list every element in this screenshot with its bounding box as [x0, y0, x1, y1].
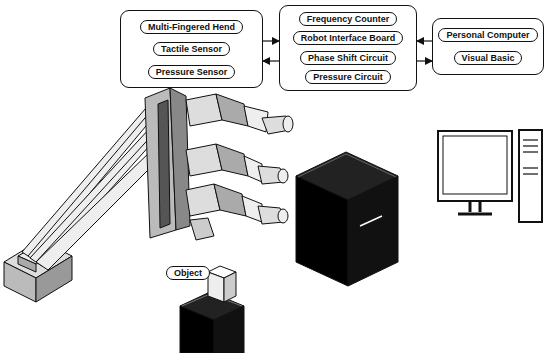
label-pill: Pressure Circuit — [305, 70, 391, 84]
group-box: Personal ComputerVisual Basic — [432, 18, 544, 75]
arrow-connector — [417, 60, 432, 61]
node-text: Multi-Fingered Hend — [148, 22, 235, 32]
label-pill: Phase Shift Circuit — [300, 51, 396, 65]
node-text: Object — [174, 268, 202, 278]
arrow-connector — [417, 40, 432, 41]
label-pill: Tactile Sensor — [153, 42, 230, 56]
node-text: Visual Basic — [462, 53, 515, 63]
personal-computer — [438, 130, 542, 222]
label-pill: Multi-Fingered Hend — [140, 20, 243, 34]
group-box: Multi-Fingered HendTactile SensorPressur… — [120, 10, 263, 88]
object-pedestal — [180, 292, 244, 353]
group-box: Frequency CounterRobot Interface BoardPh… — [279, 5, 417, 91]
controller-box — [296, 152, 398, 286]
arrow-connector — [263, 40, 279, 41]
node-text: Personal Computer — [446, 30, 529, 40]
node-text: Phase Shift Circuit — [308, 53, 388, 63]
node-text: Frequency Counter — [307, 14, 390, 24]
node-text: Robot Interface Board — [301, 33, 396, 43]
robot-arm — [22, 108, 162, 270]
label-pill: Robot Interface Board — [293, 31, 404, 45]
multi-fingered-hand — [145, 88, 293, 240]
label-pill: Pressure Sensor — [148, 65, 236, 79]
arrow-connector — [263, 60, 279, 61]
node-text: Pressure Circuit — [313, 72, 383, 82]
label-pill: Object — [166, 266, 210, 280]
node-text: Tactile Sensor — [161, 44, 222, 54]
label-pill: Visual Basic — [454, 51, 523, 65]
label-pill: Personal Computer — [438, 28, 537, 42]
object-cube — [208, 266, 236, 302]
label-pill: Frequency Counter — [299, 12, 398, 26]
node-text: Pressure Sensor — [156, 67, 228, 77]
